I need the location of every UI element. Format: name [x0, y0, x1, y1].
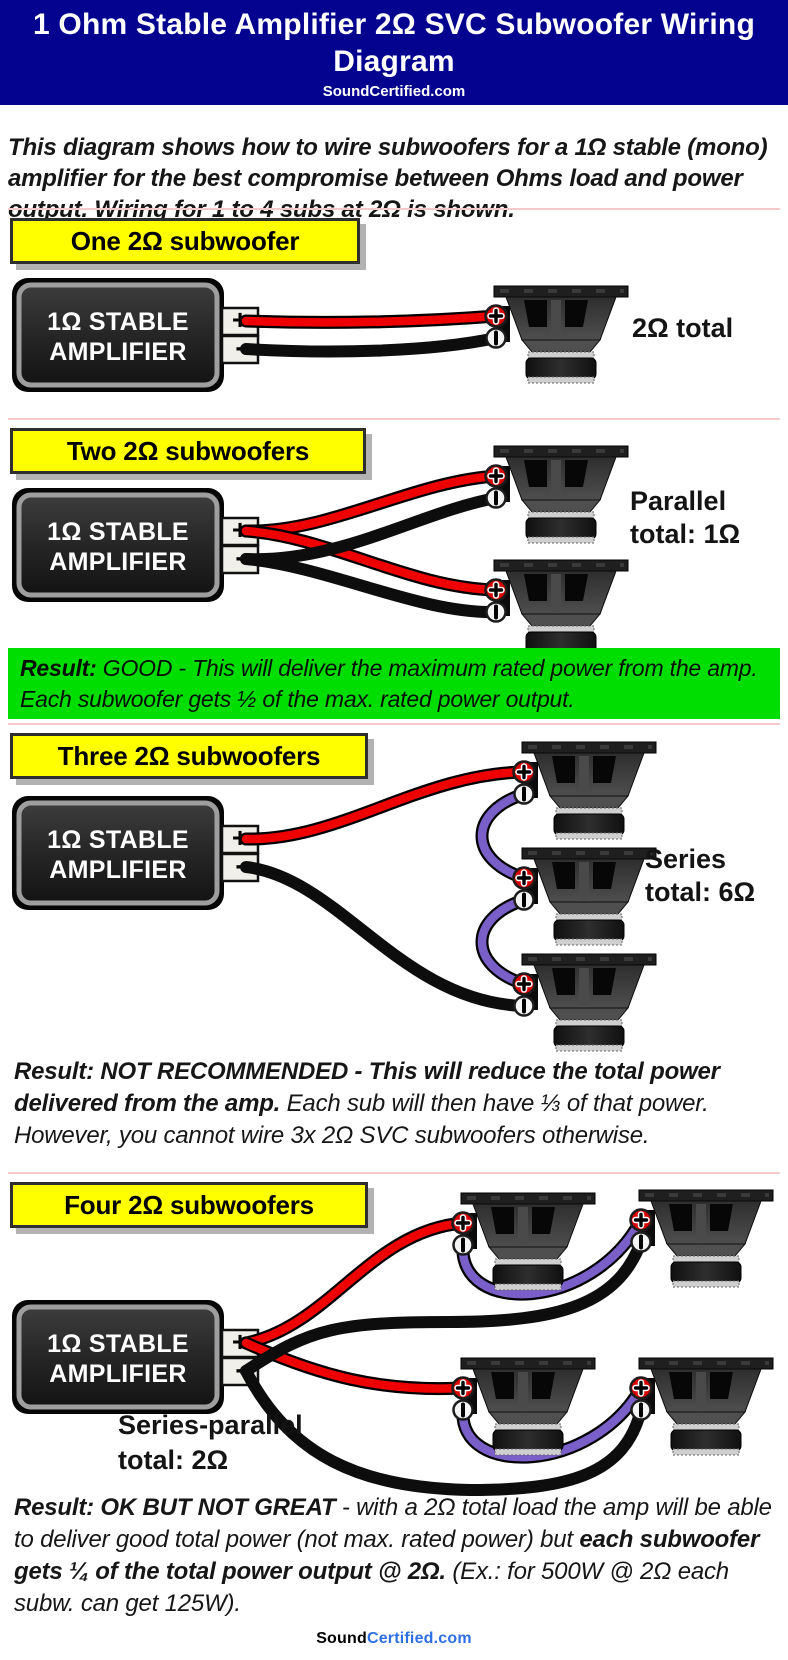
subwoofer-graphic [514, 742, 657, 839]
subwoofer-graphic [486, 446, 629, 543]
result-prefix: Result: [20, 655, 97, 681]
amplifier-graphic: 1Ω STABLE AMPLIFIER + - [12, 488, 260, 602]
section-banner-three-subs: Three 2Ω subwoofers [10, 733, 368, 779]
subwoofer-graphic [514, 848, 657, 945]
amplifier-label-line1: 1Ω STABLE [47, 308, 189, 336]
minus-glyph: - [235, 1353, 244, 1384]
result-bold: Result: NOT RECOMMENDED - This will redu… [14, 1058, 720, 1118]
footer-logo-sound: Sound [316, 1630, 367, 1647]
amplifier-label-line2: AMPLIFIER [49, 1360, 186, 1388]
divider [8, 723, 780, 725]
footer-logo: SoundCertified.com [0, 1630, 788, 1648]
subwoofer-graphic [514, 954, 657, 1051]
diagram-four-subs: 1Ω STABLE AMPLIFIER + - Series-parallel [0, 1176, 788, 1497]
result-rest: (Ex.: for 500W @ 2Ω each subw. can get 1… [14, 1558, 729, 1618]
total-impedance-label: 2Ω total [632, 313, 733, 343]
negative-wire [240, 332, 502, 358]
result-good-box: Result: GOOD - This will deliver the max… [8, 648, 780, 720]
minus-glyph: - [235, 541, 244, 572]
result-rest: Each sub will then have ⅓ of that power.… [14, 1090, 709, 1150]
page-title: 1 Ohm Stable Amplifier 2Ω SVC Subwoofer … [33, 8, 755, 78]
divider [8, 1172, 780, 1174]
result-bold: each subwoofer gets ¼ of the total power… [14, 1526, 760, 1586]
header: 1 Ohm Stable Amplifier 2Ω SVC Subwoofer … [0, 0, 788, 105]
diagram-two-subs: 1Ω STABLE AMPLIFIER + - Parallel total: … [0, 420, 740, 650]
result-rest: - with a 2Ω total load the amp will be a… [14, 1494, 772, 1554]
subwoofer-graphic [486, 286, 629, 383]
positive-wire [239, 469, 503, 597]
section-banner-one-sub: One 2Ω subwoofer [10, 218, 360, 264]
series-wire [475, 787, 531, 991]
wiring-type-label: Series-parallel [118, 1410, 303, 1440]
negative-wire [240, 492, 502, 619]
amplifier-label-line2: AMPLIFIER [49, 338, 186, 366]
result-text: GOOD - This will deliver the maximum rat… [20, 655, 758, 712]
divider [8, 418, 780, 420]
section-banner-two-subs: Two 2Ω subwoofers [10, 428, 366, 474]
minus-glyph: - [235, 331, 244, 362]
site-name: SoundCertified.com [322, 83, 466, 101]
wiring-type-label: Series [645, 844, 726, 874]
amplifier-label-line1: 1Ω STABLE [47, 1330, 189, 1358]
amplifier-label-line2: AMPLIFIER [49, 856, 186, 884]
wiring-type-label: Parallel [630, 486, 726, 516]
amplifier-graphic: 1Ω STABLE AMPLIFIER + - [12, 278, 260, 392]
section-banner-four-subs: Four 2Ω subwoofers [10, 1182, 368, 1228]
result-bold: Result: OK BUT NOT GREAT [14, 1494, 336, 1521]
amplifier-graphic: 1Ω STABLE AMPLIFIER + - [12, 1300, 260, 1414]
subwoofer-graphic [486, 560, 629, 650]
positive-wire [239, 1216, 470, 1396]
amplifier-label-line1: 1Ω STABLE [47, 826, 189, 854]
diagram-three-subs: 1Ω STABLE AMPLIFIER + - Series total: 6Ω [0, 730, 755, 1065]
positive-wire [239, 765, 531, 846]
total-impedance-label: total: 2Ω [118, 1445, 228, 1475]
amplifier-label-line2: AMPLIFIER [49, 548, 186, 576]
diagram-one-sub: 1Ω STABLE AMPLIFIER + - 2Ω total [0, 264, 733, 420]
total-impedance-label: total: 6Ω [645, 877, 755, 907]
series-wire [456, 1213, 648, 1464]
result-ok-text: Result: OK BUT NOT GREAT - with a 2Ω tot… [14, 1492, 776, 1621]
total-impedance-label: total: 1Ω [630, 519, 740, 549]
footer-logo-certified: Certified.com [366, 1630, 472, 1647]
subwoofer-graphic [631, 1358, 774, 1455]
divider [8, 208, 780, 210]
negative-wire [240, 1236, 647, 1497]
amplifier-label-line1: 1Ω STABLE [47, 518, 189, 546]
positive-wire [239, 309, 503, 329]
amplifier-graphic: 1Ω STABLE AMPLIFIER + - [12, 796, 260, 910]
minus-glyph: - [235, 849, 244, 880]
subwoofer-graphic [631, 1190, 774, 1287]
intro-text: This diagram shows how to wire subwoofer… [8, 134, 768, 224]
result-not-recommended-text: Result: NOT RECOMMENDED - This will redu… [14, 1056, 774, 1152]
negative-wire [240, 861, 530, 1012]
